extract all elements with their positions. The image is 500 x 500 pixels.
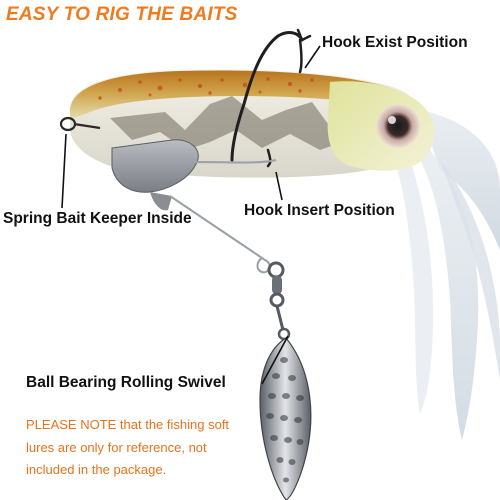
lure-eye [376, 104, 420, 148]
rolling-swivel-label: Ball Bearing Rolling Swivel [26, 374, 226, 391]
jig-head [111, 139, 199, 211]
note-line-2: lures are only for reference, not [26, 439, 207, 455]
ball-bearing-swivel [267, 261, 291, 341]
hook [230, 28, 312, 168]
callout-lines [61, 45, 321, 385]
headline: EASY TO RIG THE BAITS [6, 4, 238, 25]
note-line-3: included in the package. [26, 462, 167, 477]
spring-bait-keeper-label: Spring Bait Keeper Inside [3, 210, 192, 227]
package-note: PLEASE NOTE that the fishing soft lures … [26, 414, 266, 482]
note-line-1: PLEASE NOTE that the fishing soft [26, 417, 230, 432]
line-tie [59, 116, 101, 132]
squid-tentacles [396, 110, 500, 440]
hook-insert-position-label: Hook Insert Position [244, 202, 395, 219]
hook-exist-position-label: Hook Exist Position [322, 34, 468, 51]
willow-blade [259, 337, 312, 500]
